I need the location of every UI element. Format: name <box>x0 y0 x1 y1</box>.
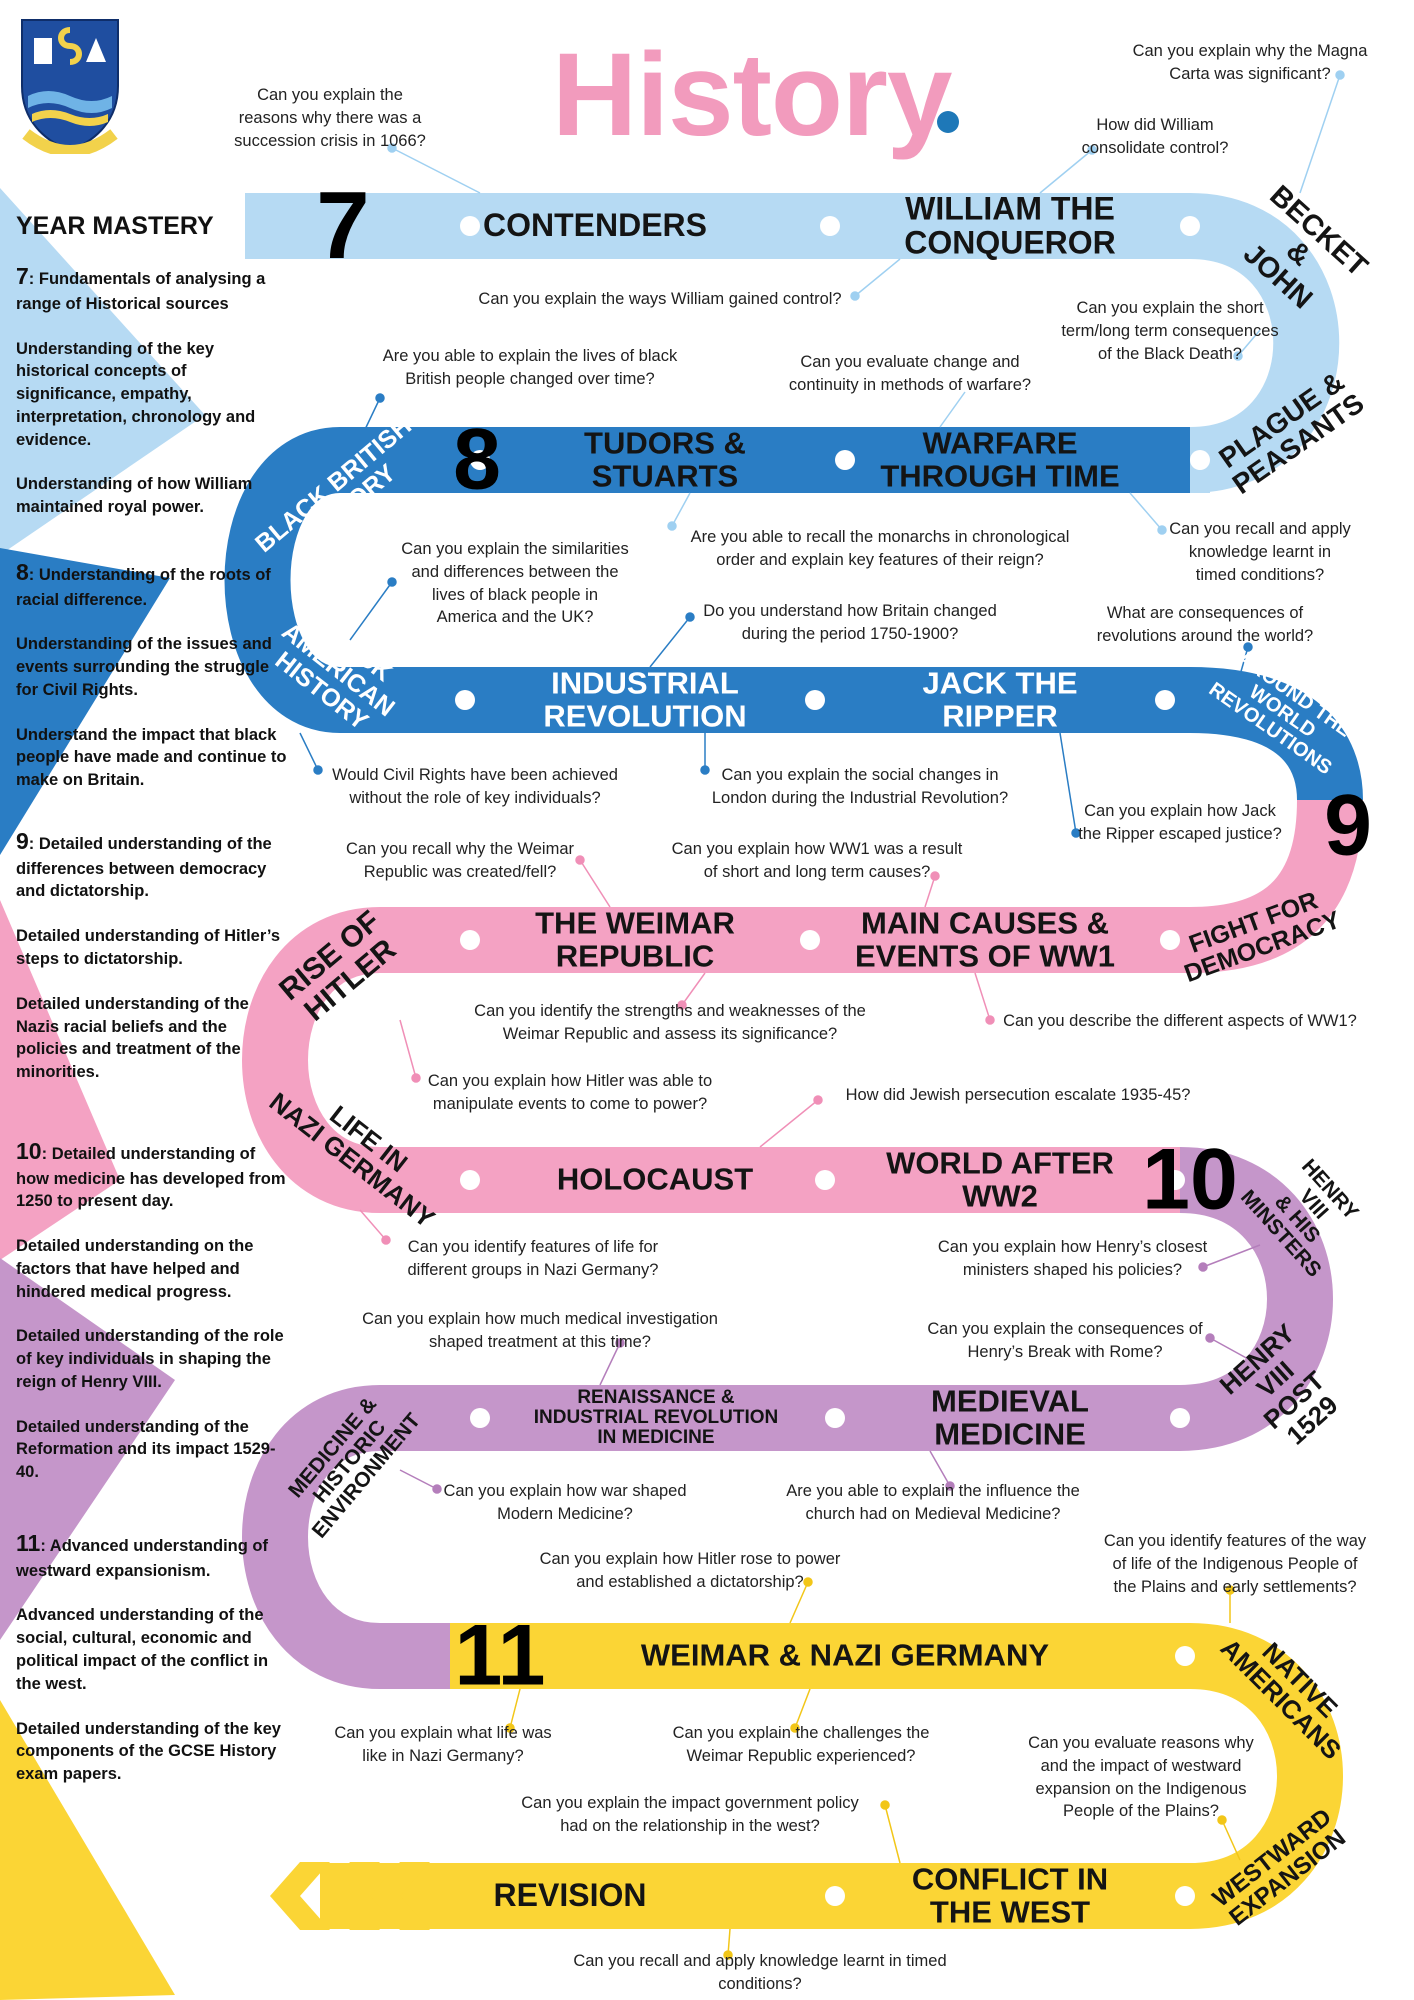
segment-world-after-ww2: WORLD AFTER WW2 <box>886 1145 1114 1213</box>
question: How did Jewish persecution escalate 1935… <box>845 1086 1191 1104</box>
mastery-item: Detailed understanding of the key compon… <box>16 1719 281 1784</box>
question: Can you explain the short term/long term… <box>1061 299 1279 363</box>
mastery-item: Fundamentals of analysing a range of His… <box>16 270 266 313</box>
question: Can you identify features of life for di… <box>407 1238 659 1279</box>
mastery-item: Detailed understanding of Hitler’s steps… <box>16 927 281 968</box>
mastery-item: Detailed understanding of how medicine h… <box>16 1144 286 1211</box>
segment-conflict-in-the-west: CONFLICT IN THE WEST <box>911 1861 1109 1929</box>
segment-weimar-nazi-germany: WEIMAR & NAZI GERMANY <box>640 1637 1050 1673</box>
mastery-item: Detailed understanding of the role of ke… <box>16 1327 284 1391</box>
sidebar-triangle-year7 <box>0 188 205 555</box>
segment-renaissance-industrial-revolution-medicine: RENAISSANCE & INDUSTRIAL REVOLUTION IN M… <box>533 1387 779 1448</box>
question: Can you explain the ways William gained … <box>478 290 842 308</box>
question: Can you describe the different aspects o… <box>1003 1012 1357 1030</box>
mastery-year-11: 11: Advanced understanding of westward e… <box>16 1528 291 1786</box>
question: Are you able to explain the lives of bla… <box>382 347 678 388</box>
question: Can you explain how much medical investi… <box>362 1310 718 1351</box>
question: Can you explain the challenges the Weima… <box>672 1724 930 1765</box>
question: Can you identify features of the way of … <box>1103 1532 1367 1596</box>
road-year8 <box>224 427 1363 802</box>
question: Can you explain the consequences of Henr… <box>927 1320 1203 1361</box>
segment-medieval-medicine: MEDIEVAL MEDICINE <box>931 1383 1089 1451</box>
mastery-year-number: 9 <box>16 827 29 854</box>
mastery-year-number: 10 <box>16 1137 42 1164</box>
segment-revision: REVISION <box>493 1877 647 1914</box>
question: Can you recall and apply knowledge learn… <box>573 1952 947 1993</box>
question: Can you evaluate reasons why and the imp… <box>1028 1734 1254 1821</box>
chevron-icon <box>320 1862 380 1930</box>
question: Would Civil Rights have been achieved wi… <box>332 766 618 807</box>
segment-warfare-through-time: WARFARE THROUGH TIME <box>880 425 1120 493</box>
mastery-item: Advanced understanding of the social, cu… <box>16 1606 269 1693</box>
mastery-item: Understanding of the roots of racial dif… <box>16 565 271 609</box>
year-mastery-sidebar: YEAR MASTERY 7: Fundamentals of analysin… <box>16 212 291 1810</box>
segment-the-weimar-republic: THE WEIMAR REPUBLIC <box>535 905 735 973</box>
segment-william-the-conqueror: WILLIAM THE CONQUEROR <box>904 190 1116 260</box>
mastery-year-9: 9: Detailed understanding of the differe… <box>16 826 291 1084</box>
segment-tudors-stuarts: TUDORS & STUARTS <box>584 425 746 493</box>
year-number-10: 10 <box>1142 1131 1238 1228</box>
question: How did William consolidate control? <box>1081 116 1229 157</box>
segment-industrial-revolution: INDUSTRIAL REVOLUTION <box>543 665 747 733</box>
road-year10 <box>242 1147 1333 1689</box>
mastery-item: Understanding of the key historical conc… <box>16 339 256 449</box>
mastery-item: Detailed understanding on the factors th… <box>16 1237 254 1301</box>
question: What are consequences of revolutions aro… <box>1096 604 1314 645</box>
question: Can you identify the strengths and weakn… <box>474 1002 866 1043</box>
mastery-item: Detailed understanding of the Nazis raci… <box>16 994 249 1082</box>
road-year11 <box>320 1623 1343 1929</box>
question: Are you able to recall the monarchs in c… <box>690 528 1070 569</box>
mastery-year-number: 11 <box>16 1529 41 1556</box>
page-title: History <box>552 29 953 161</box>
segment-contenders: CONTENDERS <box>482 207 708 244</box>
segment-main-causes-events-ww1: MAIN CAUSES & EVENTS OF WW1 <box>854 905 1116 973</box>
mastery-item: Understanding of how William maintained … <box>16 475 253 517</box>
sidebar-title: YEAR MASTERY <box>16 212 214 240</box>
mastery-item: Understand the impact that black people … <box>16 725 287 790</box>
question: Can you explain how Jack the Ripper esca… <box>1078 802 1282 843</box>
road-year7 <box>245 193 1340 493</box>
question: Can you explain what life was like in Na… <box>334 1724 552 1765</box>
question: Can you recall and apply knowledge learn… <box>1169 520 1351 584</box>
road-year9 <box>242 799 1363 1213</box>
question: Can you explain the similarities and dif… <box>401 540 629 627</box>
question: Are you able to explain the influence th… <box>786 1482 1080 1523</box>
question: Can you explain the impact government po… <box>521 1794 859 1835</box>
year-number-9: 9 <box>1324 777 1372 874</box>
chevron-icon <box>370 1862 430 1930</box>
mastery-year-7: 7: Fundamentals of analysing a range of … <box>16 261 291 519</box>
mastery-item: Understanding of the issues and events s… <box>16 635 272 699</box>
title-dot-icon <box>937 111 959 133</box>
sidebar-triangle-year8 <box>0 548 170 855</box>
year-number-11: 11 <box>454 1607 546 1704</box>
segment-holocaust: HOLOCAUST <box>556 1161 754 1197</box>
question: Can you explain how war shaped Modern Me… <box>443 1482 687 1523</box>
question: Can you explain how WW1 was a result of … <box>671 840 963 881</box>
sidebar-triangle-year11 <box>0 1700 175 2000</box>
question: Do you understand how Britain changed du… <box>703 602 997 643</box>
year-number-7: 7 <box>316 172 370 279</box>
question: Can you explain the reasons why there wa… <box>234 86 426 150</box>
mastery-item: Detailed understanding of the difference… <box>16 834 272 901</box>
question: Can you explain how Hitler was able to m… <box>427 1072 713 1113</box>
sidebar-triangle-year10 <box>0 1258 175 1640</box>
mastery-year-number: 7 <box>16 263 29 289</box>
chevron-icon <box>270 1862 330 1930</box>
mastery-year-8: 8: Understanding of the roots of racial … <box>16 557 291 792</box>
question: Can you recall why the Weimar Republic w… <box>345 840 575 881</box>
mastery-year-10: 10: Detailed understanding of how medici… <box>16 1136 291 1484</box>
question: Can you explain how Hitler rose to power… <box>539 1550 841 1591</box>
segment-jack-the-ripper: JACK THE RIPPER <box>922 665 1078 733</box>
mastery-item: Detailed understanding of the Reformatio… <box>16 1417 276 1482</box>
school-crest-icon <box>21 19 119 154</box>
question: Can you explain why the Magna Carta was … <box>1132 42 1368 83</box>
year-number-8: 8 <box>453 411 501 508</box>
question: Can you explain the social changes in Lo… <box>711 766 1009 807</box>
question: Can you explain how Henry’s closest mini… <box>937 1238 1208 1279</box>
mastery-item: Advanced understanding of westward expan… <box>16 1536 268 1580</box>
sidebar-triangle-year9 <box>0 900 120 1260</box>
mastery-year-number: 8 <box>16 558 29 585</box>
question: Can you evaluate change and continuity i… <box>788 353 1032 394</box>
